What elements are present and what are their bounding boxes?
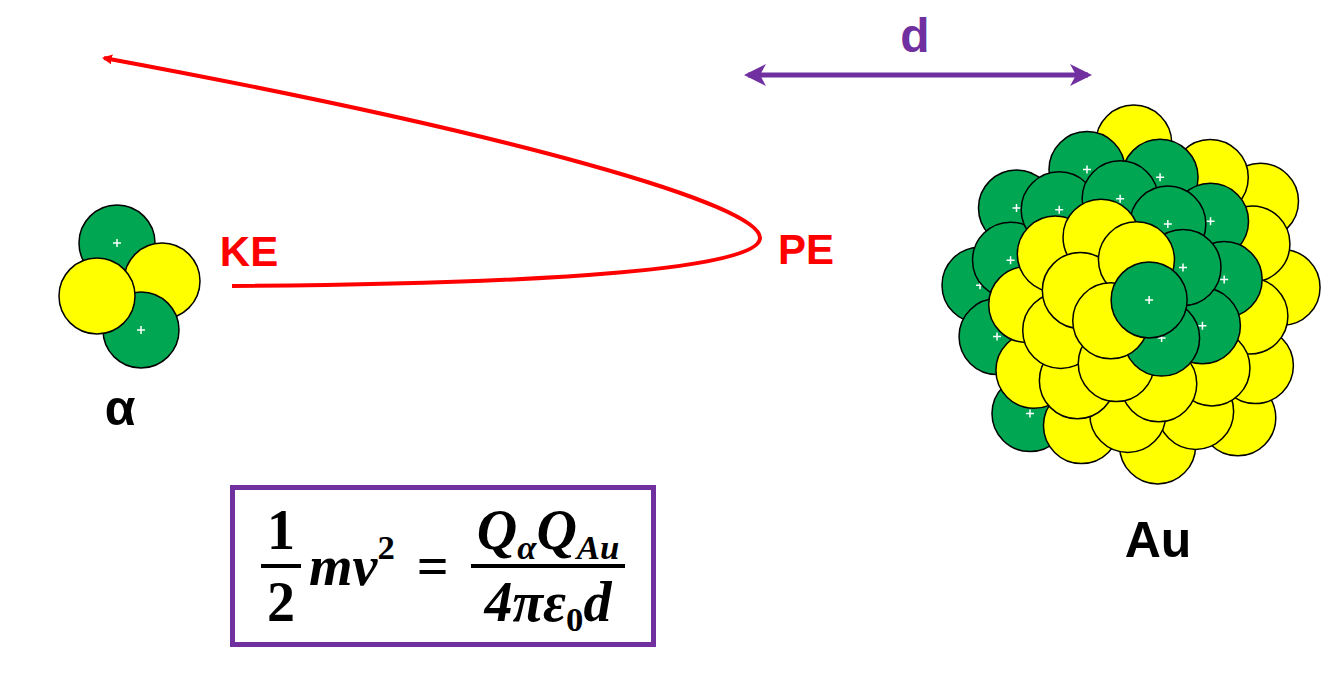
gold-nucleus [942, 105, 1320, 484]
numerator: 1 [261, 498, 301, 568]
denominator: 2 [261, 568, 301, 634]
equation-term: 4πε [485, 570, 567, 634]
equals-sign: = [417, 534, 449, 598]
plus-sign [1156, 173, 1164, 181]
trajectory [104, 58, 760, 286]
equation-term: d [583, 570, 611, 634]
term-row: mv2 [309, 534, 395, 598]
plus-sign [1026, 410, 1034, 418]
plus-sign [1116, 195, 1124, 203]
plus-sign [1007, 256, 1015, 264]
alpha-particle [59, 205, 200, 368]
nucleus-label: Au [1125, 515, 1192, 565]
plus-sign [137, 326, 145, 334]
distance-label: d [900, 12, 929, 60]
plus-sign [993, 333, 1001, 341]
energy-label: PE [778, 229, 834, 271]
fraction: 12 [261, 498, 301, 634]
distance-arrow [748, 73, 1088, 78]
fraction: QαQAu4πε0d [471, 498, 626, 634]
denominator: 4πε0d [479, 568, 618, 634]
subscript: α [517, 528, 536, 568]
equation-term: 1 [267, 498, 295, 562]
plus-sign [1083, 166, 1091, 174]
plus-sign [1164, 220, 1172, 228]
plus-sign [1207, 217, 1215, 225]
neutron [59, 258, 135, 334]
plus-sign [1179, 264, 1187, 272]
proton [1111, 262, 1187, 338]
exponent: 2 [377, 528, 394, 568]
plus-sign [1012, 204, 1020, 212]
plus-sign [113, 239, 121, 247]
equation-term: Q [536, 498, 576, 562]
equation-term: 2 [267, 570, 295, 634]
equation-term: Q [477, 498, 517, 562]
plus-sign [1198, 322, 1206, 330]
plus-sign [1145, 296, 1153, 304]
particle-label: α [105, 383, 136, 433]
plus-sign [1220, 276, 1228, 284]
plus-sign [1055, 206, 1063, 214]
equation-term: mv [309, 534, 377, 598]
subscript: Au [577, 528, 619, 568]
energy-label: KE [220, 231, 278, 273]
numerator: QαQAu [471, 498, 626, 568]
subscript: 0 [566, 600, 583, 640]
equation-box: 12mv2=QαQAu4πε0d [230, 485, 656, 647]
